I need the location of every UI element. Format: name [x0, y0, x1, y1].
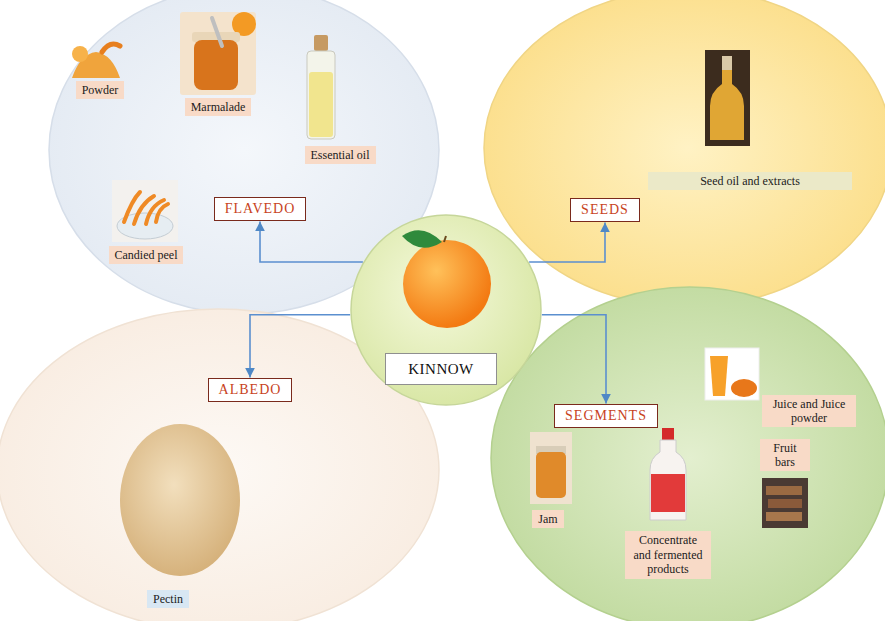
- part-name: SEGMENTS: [565, 408, 647, 425]
- marmalade-picture: [180, 12, 256, 95]
- spoon: [212, 18, 222, 46]
- product-label: Candied peel: [109, 246, 184, 264]
- albedo-region: ALBEDO Pectin: [0, 308, 440, 621]
- vial-cap: [314, 35, 328, 51]
- part-name: ALBEDO: [219, 382, 282, 399]
- flavedo-region-outline: [48, 0, 440, 315]
- product-label: Concentrate and fermented products: [625, 531, 711, 578]
- part-heading: ALBEDO: [208, 378, 293, 403]
- product-name: Essential oil: [311, 148, 370, 162]
- part-heading: SEGMENTS: [554, 404, 658, 429]
- bar: [768, 499, 802, 508]
- pectin-picture: [120, 424, 240, 576]
- peel-strips: [124, 192, 168, 224]
- fruit-name: KINNOW: [400, 360, 482, 378]
- product-name: Seed oil and extracts: [654, 174, 846, 188]
- seeds-region: Seed oil and extractsSEEDS: [483, 0, 885, 308]
- pectin-powder: [120, 424, 240, 576]
- albedo-region-shape: [0, 309, 439, 621]
- product-label: Powder: [76, 81, 125, 99]
- seed-oil-picture: [705, 50, 750, 146]
- photo-ground: [180, 12, 256, 95]
- juice-powder: [731, 379, 757, 397]
- juice-picture: [705, 348, 759, 400]
- oil: [309, 72, 333, 137]
- juice-glass: [710, 356, 728, 396]
- product-name: Powder: [82, 83, 119, 97]
- product-name: Pectin: [153, 592, 183, 606]
- vial: [307, 51, 335, 139]
- candied-peel-picture: [112, 180, 178, 242]
- photo-ground: [762, 478, 808, 528]
- product-label: Essential oil: [305, 146, 376, 164]
- flavedo-region: PowderMarmaladeEssential oilFLAVEDO Candi…: [48, 0, 440, 315]
- orange: [403, 240, 491, 328]
- product-name: Juice and Juice powder: [768, 397, 850, 426]
- bottle-cap: [662, 428, 674, 440]
- seeds-region-outline: [483, 0, 885, 308]
- fruit-bars-picture: [762, 478, 808, 528]
- seeds-region-shape: [484, 0, 885, 307]
- product-label: Marmalade: [185, 98, 252, 116]
- product-label: Jam: [532, 510, 563, 528]
- product-name: Concentrate and fermented products: [631, 533, 705, 576]
- photo-ground: [530, 432, 572, 504]
- product-label: Seed oil and extracts: [648, 172, 852, 190]
- bar: [766, 512, 802, 521]
- cork: [722, 56, 732, 70]
- orange-slice: [72, 46, 88, 62]
- product-label: Fruit bars: [760, 439, 810, 472]
- segments-region: SEGMENTS Juice and Juice powderFruit bars…: [490, 286, 885, 621]
- part-name: SEEDS: [581, 202, 629, 219]
- product-name: Fruit bars: [766, 441, 804, 470]
- jam-jar: [536, 452, 566, 498]
- photo-ground: [112, 180, 178, 242]
- part-heading: FLAVEDO: [214, 197, 307, 222]
- jam-picture: [530, 432, 572, 504]
- product-name: Marmalade: [191, 100, 246, 114]
- product-label: Juice and Juice powder: [762, 395, 856, 428]
- part-heading: SEEDS: [570, 198, 640, 223]
- essential-oil-picture: [307, 35, 335, 139]
- fruit-name-box: KINNOW: [385, 353, 497, 385]
- photo-ground: [705, 348, 759, 400]
- fruit-circle: KINNOW: [350, 214, 542, 406]
- segments-region-shape: [491, 287, 885, 621]
- albedo-region-outline: [0, 308, 440, 621]
- jar: [194, 40, 238, 90]
- fruit-circle-shape: [351, 215, 541, 405]
- product-name: Jam: [538, 512, 557, 526]
- photo-ground: [705, 50, 750, 146]
- product-name: Candied peel: [115, 248, 178, 262]
- part-name: FLAVEDO: [225, 201, 296, 218]
- bottle-label: [651, 474, 685, 512]
- bar: [766, 486, 802, 495]
- oil-bottle: [710, 70, 744, 140]
- product-label: Pectin: [147, 590, 189, 608]
